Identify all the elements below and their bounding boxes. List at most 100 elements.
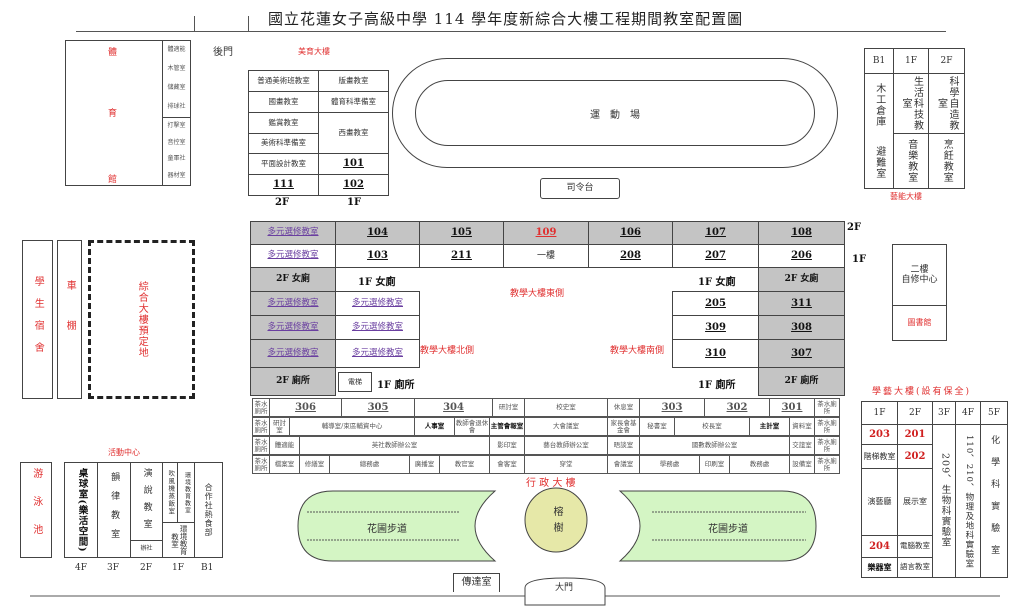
room: 總務處 — [330, 455, 410, 474]
room: 儲藏室 — [167, 84, 186, 92]
room: 體適能 — [270, 436, 300, 455]
main-gate[interactable]: 大門 — [555, 583, 574, 593]
tree-shape — [524, 487, 588, 553]
floor-header: 4F — [955, 401, 981, 425]
elective-classroom[interactable]: 多元選修教室 — [335, 339, 420, 368]
elective-classroom[interactable]: 多元選修教室 — [250, 221, 336, 245]
room-number: 109 — [503, 221, 589, 245]
toilet: 2F 廁所 — [250, 367, 336, 396]
room: 藝台教師辦公室 — [525, 436, 608, 455]
room: 檔案室 — [270, 455, 300, 474]
field-label: 運 動 場 — [415, 80, 815, 146]
toilet: 1F 女廁 — [698, 277, 736, 288]
library: 圖書館 — [892, 305, 947, 341]
running-track — [392, 58, 838, 168]
floor-label: 1F — [172, 563, 184, 573]
floor-header: 3F — [932, 401, 956, 425]
gym-label: 館 — [108, 175, 118, 185]
room: 校長室 — [675, 417, 750, 436]
room: 研討室 — [270, 417, 290, 436]
page-title: 國立花蓮女子高級中學 114 學年度新綜合大樓工程期間教室配置圖 — [268, 10, 744, 28]
tea-room: 茶水廁所 — [815, 417, 840, 436]
tea-room: 茶水廁所 — [252, 398, 270, 417]
room: 避難室 — [873, 145, 885, 179]
garden-left-shape — [297, 490, 497, 562]
room: 化學科實驗室 — [980, 424, 1008, 578]
floor-header: 2F — [897, 401, 933, 425]
gym-rooms-bottom: 打擊室音控室童軍社器材室 — [162, 117, 191, 186]
room: 設備室 — [790, 455, 815, 474]
floor-label: 2F — [847, 222, 862, 233]
room: 合作社熱食部 — [194, 462, 223, 558]
admin-row: 茶水廁所 306 305 304 研討室 校史室 休息室 303 302 301… — [252, 398, 840, 417]
room-number: 305 — [342, 398, 415, 417]
guard-room: 傳達室 — [453, 573, 500, 592]
back-gate: 後門 — [213, 47, 233, 58]
floor-header: 5F — [980, 401, 1008, 425]
room: 童軍社 — [167, 155, 186, 163]
room: 英社教師辦公室 — [300, 436, 490, 455]
divider — [248, 16, 249, 31]
room: 音控室 — [167, 138, 186, 146]
room-number: 304 — [415, 398, 493, 417]
room-number: 301 — [770, 398, 815, 417]
room: 電腦教室 — [897, 535, 933, 558]
admin-row: 茶水廁所 檔案室 修繕室 總務處 廣播室 教官室 會客室 穿堂 會議室 學務處 … — [252, 455, 840, 474]
floor-label: 4F — [75, 563, 87, 573]
room: 110、210、物理及地科實驗室 — [963, 435, 974, 569]
room-number: 201 — [897, 424, 933, 445]
floor-label: B1 — [201, 563, 214, 573]
tea-room: 茶水廁所 — [252, 417, 270, 436]
room: 209、生物科實驗室 — [939, 453, 951, 548]
room: 烹飪教室 — [928, 133, 965, 189]
gate-shape — [524, 577, 606, 606]
room: 主計室 — [750, 417, 790, 436]
floor-label: 1F — [852, 254, 867, 265]
admin-row: 茶水廁所 體適能 英社教師辦公室 影印室 藝台教師辦公室 晤談室 國數教師辦公室… — [252, 436, 840, 455]
room: 交誼室 — [790, 436, 815, 455]
room-number: 203 — [861, 424, 898, 445]
room: 教務處 — [730, 455, 790, 474]
stage: 司令台 — [540, 178, 620, 199]
banyan-tree: 榕樹 — [551, 506, 562, 538]
skills-building-label: 藝能大樓 — [890, 192, 922, 201]
room: 展示室 — [897, 468, 933, 536]
gym-label: 體 — [108, 48, 118, 58]
admin-building-label: 行 政 大 樓 — [526, 478, 576, 489]
elective-classroom[interactable]: 多元選修教室 — [250, 339, 336, 368]
east-wing-label: 教學大樓東側 — [510, 289, 565, 299]
science-building-label: 學藝大樓(設有保全) — [872, 387, 972, 397]
tea-room: 茶水廁所 — [815, 455, 840, 474]
dormitory: 學生宿舍 — [22, 240, 53, 399]
room: 晤談室 — [608, 436, 640, 455]
swimming-pool: 游泳池 — [20, 462, 52, 558]
room-number: 307 — [758, 339, 845, 368]
elevator: 電梯 — [338, 372, 372, 392]
room: 學務處 — [640, 455, 700, 474]
room: 印刷室 — [700, 455, 730, 474]
floor-header: 1F — [861, 401, 898, 425]
toilet: 2F 廁所 — [758, 367, 845, 396]
tea-room: 茶水廁所 — [815, 398, 840, 417]
lab-3f: 209、生物科實驗室 — [932, 424, 956, 578]
room: 器材室 — [167, 172, 186, 180]
tea-room: 茶水廁所 — [252, 455, 270, 474]
room: 輔導室/束區輔資中心 — [290, 417, 415, 436]
room: 國數教師辦公室 — [640, 436, 790, 455]
room-number: 303 — [640, 398, 705, 417]
garden-path-right: 花圃步道 — [708, 524, 748, 535]
room-number: 107 — [672, 221, 759, 245]
room: 主管會報室 — [490, 417, 525, 436]
room: 排球社 — [167, 103, 186, 111]
north-wing-label: 教學大樓北側 — [420, 346, 475, 356]
room: 家長會基金會 — [608, 417, 640, 436]
gym-label: 育 — [108, 109, 118, 119]
title-underline — [76, 31, 946, 32]
room: 教官室 — [440, 455, 490, 474]
room-number: 102 — [318, 174, 389, 196]
toilet: 1F 女廁 — [358, 277, 396, 288]
lab-4f: 110、210、物理及地科實驗室 — [955, 424, 981, 578]
room-number: 306 — [270, 398, 342, 417]
arts-building-label: 美育大樓 — [298, 47, 330, 56]
